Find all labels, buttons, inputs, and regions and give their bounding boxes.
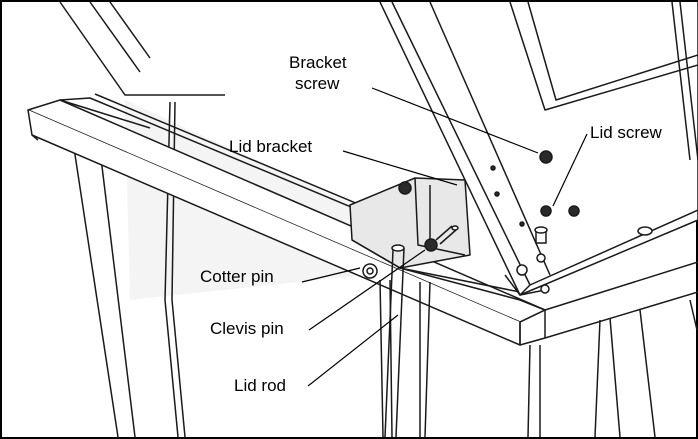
leader-bracket-screw [371,87,539,154]
leader-lid-bracket [342,150,458,186]
lid-hole-2 [519,221,525,227]
lid-hole-3 [494,191,500,197]
label-clevis-pin: Clevis pin [210,319,284,338]
bin-body [27,1,698,438]
clevis-pin [424,238,438,252]
leader-lid-screw [552,133,588,207]
leader-lines [301,87,588,387]
rim-washer [637,226,653,236]
hinge-hole-1 [516,264,528,276]
label-cotter-pin: Cotter pin [200,267,274,286]
label-bracket-screw-line2: screw [295,74,340,93]
callout-labels: Bracket screw Lid screw Lid bracket Cott… [200,53,663,395]
lid-hole-1 [490,165,496,171]
leader-cotter-pin [301,267,361,283]
leader-lid-rod [307,314,399,387]
leader-clevis-pin [308,249,426,331]
bracket-screw [539,150,553,164]
hinge-hole-3 [540,284,550,294]
hinge-hole-2 [536,253,546,263]
fasteners [362,150,653,294]
label-lid-bracket: Lid bracket [229,137,312,156]
label-lid-screw: Lid screw [590,123,663,142]
lid-screw-1 [540,205,552,217]
label-bracket-screw-line1: Bracket [289,53,347,72]
lid-bracket-screw [398,181,412,195]
lid-screw-2 [568,205,580,217]
label-lid-rod: Lid rod [234,376,286,395]
